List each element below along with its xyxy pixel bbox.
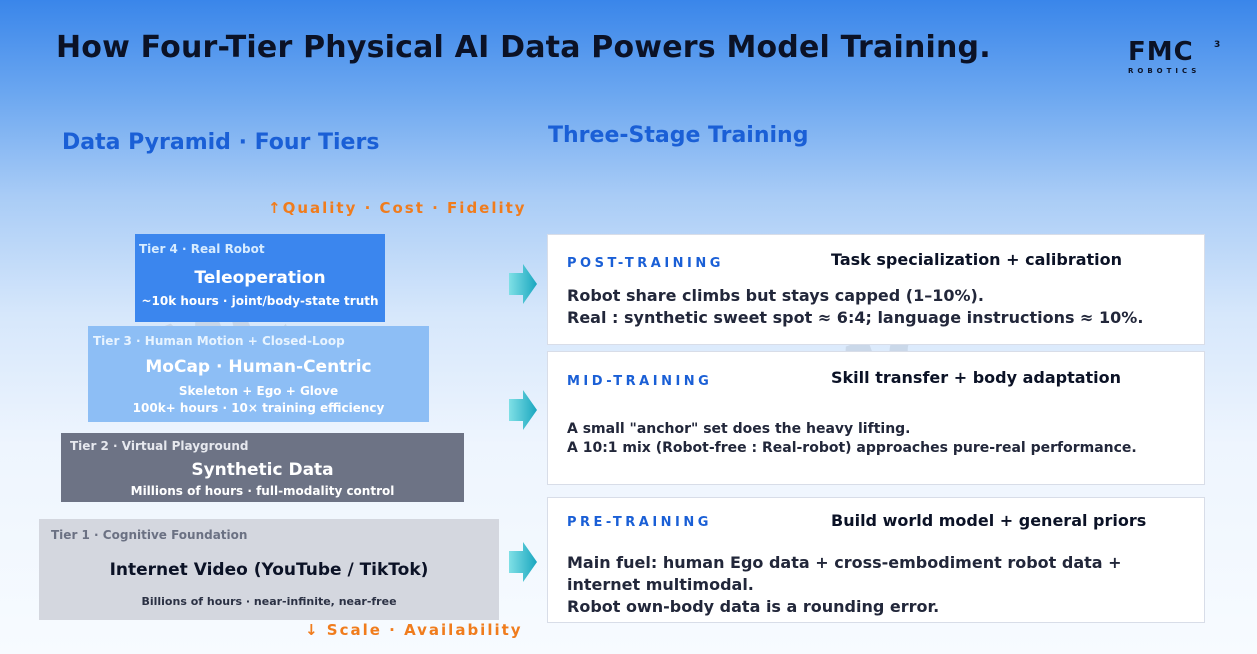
- tier-1-internet-video: Tier 1 · Cognitive Foundation Internet V…: [39, 519, 499, 620]
- stage-summary: Build world model + general priors: [831, 511, 1147, 530]
- tier-tag: Tier 2 · Virtual Playground: [70, 439, 249, 453]
- stage-post-training: POST-TRAINING Task specialization + cali…: [547, 234, 1205, 345]
- tier-description: Billions of hours · near-infinite, near-…: [141, 595, 397, 608]
- fmc-robotics-logo: FMC 3 ROBOTICS: [1128, 38, 1228, 82]
- stage-body-line: Real : synthetic sweet spot ≈ 6:4; langu…: [567, 308, 1144, 327]
- stage-body-line: internet multimodal.: [567, 575, 754, 594]
- arrow-right-icon: [509, 264, 537, 304]
- tier-tag: Tier 3 · Human Motion + Closed-Loop: [93, 334, 345, 348]
- stage-body: Robot share climbs but stays capped (1–1…: [567, 285, 1143, 329]
- pyramid-heading: Data Pyramid · Four Tiers: [62, 130, 380, 155]
- logo-subtitle: ROBOTICS: [1128, 67, 1201, 75]
- stage-body: Main fuel: human Ego data + cross-embodi…: [567, 552, 1122, 618]
- quality-axis-note: ↑Quality · Cost · Fidelity: [268, 199, 527, 217]
- logo-mark: FMC: [1128, 37, 1194, 67]
- stage-body-line: Main fuel: human Ego data + cross-embodi…: [567, 553, 1122, 572]
- stage-mid-training: MID-TRAINING Skill transfer + body adapt…: [547, 351, 1205, 485]
- tier-description: ~10k hours · joint/body-state truth: [141, 294, 379, 308]
- training-heading: Three-Stage Training: [548, 123, 809, 148]
- stage-body-line: Robot share climbs but stays capped (1–1…: [567, 286, 984, 305]
- tier-description: Skeleton + Ego + Glove: [178, 384, 339, 398]
- logo-superscript: 3: [1214, 40, 1221, 50]
- tier-description: Millions of hours · full-modality contro…: [130, 484, 395, 498]
- tier-3-mocap: Tier 3 · Human Motion + Closed-Loop MoCa…: [88, 326, 429, 422]
- stage-label: MID-TRAINING: [567, 374, 713, 389]
- tier-tag: Tier 4 · Real Robot: [139, 242, 265, 256]
- stage-body-line: A 10:1 mix (Robot-free : Real-robot) app…: [567, 440, 1137, 456]
- tier-name: MoCap · Human-Centric: [145, 357, 372, 377]
- tier-tag: Tier 1 · Cognitive Foundation: [51, 528, 248, 542]
- arrow-right-icon: [509, 542, 537, 582]
- arrow-right-icon: [509, 390, 537, 430]
- tier-2-synthetic-data: Tier 2 · Virtual Playground Synthetic Da…: [61, 433, 464, 502]
- stage-summary: Task specialization + calibration: [831, 250, 1123, 269]
- tier-4-teleoperation: Tier 4 · Real Robot Teleoperation ~10k h…: [135, 234, 385, 322]
- tier-name: Teleoperation: [194, 268, 326, 288]
- stage-label: POST-TRAINING: [567, 256, 724, 271]
- stage-summary: Skill transfer + body adaptation: [831, 368, 1122, 387]
- tier-description: 100k+ hours · 10× training efficiency: [132, 401, 385, 415]
- stage-body: A small "anchor" set does the heavy lift…: [567, 420, 1137, 458]
- scale-axis-note: ↓ Scale · Availability: [305, 621, 523, 639]
- tier-name: Synthetic Data: [191, 460, 334, 480]
- stage-pre-training: PRE-TRAINING Build world model + general…: [547, 497, 1205, 623]
- tier-name: Internet Video (YouTube / TikTok): [109, 560, 429, 580]
- stage-body-line: Robot own-body data is a rounding error.: [567, 597, 940, 616]
- page-title: How Four-Tier Physical AI Data Powers Mo…: [56, 30, 991, 65]
- stage-label: PRE-TRAINING: [567, 515, 712, 530]
- stage-body-line: A small "anchor" set does the heavy lift…: [567, 421, 911, 437]
